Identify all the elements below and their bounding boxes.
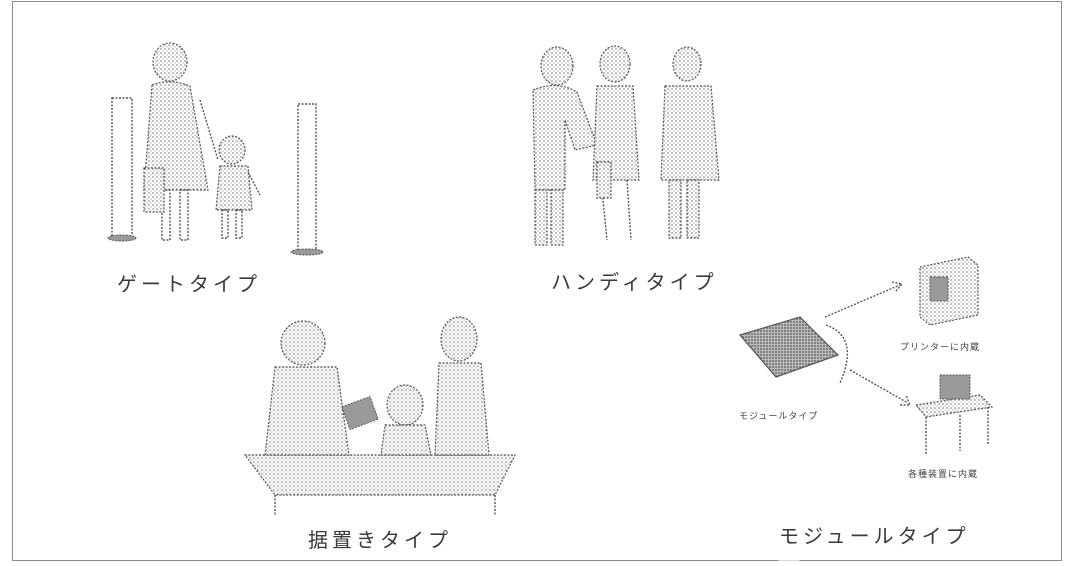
arrow-to-printer [824, 281, 904, 318]
handy-type-illustration [532, 45, 720, 246]
handy-type-label: ハンディタイプ [551, 270, 718, 294]
device-builtin-label: 各種装置に内蔵 [908, 470, 979, 480]
clerk-figure [264, 320, 350, 456]
woman-figure [592, 45, 640, 241]
gate-type-illustration [107, 42, 324, 256]
staff-figure [660, 46, 720, 239]
device-icon [914, 374, 994, 455]
child-figure [215, 135, 261, 239]
printer-icon [919, 256, 979, 326]
figure-frame [12, 1, 1062, 561]
reader-device [341, 395, 379, 431]
module-board-icon [738, 316, 849, 384]
woman-figure [143, 42, 219, 241]
man-figure [532, 46, 598, 246]
module-type-label: モジュールタイプ [779, 524, 970, 548]
stationary-type-illustration [243, 316, 516, 515]
desk [243, 454, 516, 515]
left-gate-pole [107, 97, 137, 242]
frame-bottom-edge [12, 560, 1062, 561]
printer-builtin-label: プリンターに内蔵 [900, 343, 981, 353]
module-type-diagram [738, 256, 994, 455]
standing-woman-figure [434, 316, 490, 456]
customer-figure [380, 384, 432, 456]
gate-type-label: ゲートタイプ [117, 272, 261, 296]
module-board-label: モジュールタイプ [739, 412, 819, 422]
stationary-type-label: 据置きタイプ [308, 528, 452, 552]
right-gate-pole [290, 103, 324, 256]
arrow-to-device [849, 369, 912, 406]
